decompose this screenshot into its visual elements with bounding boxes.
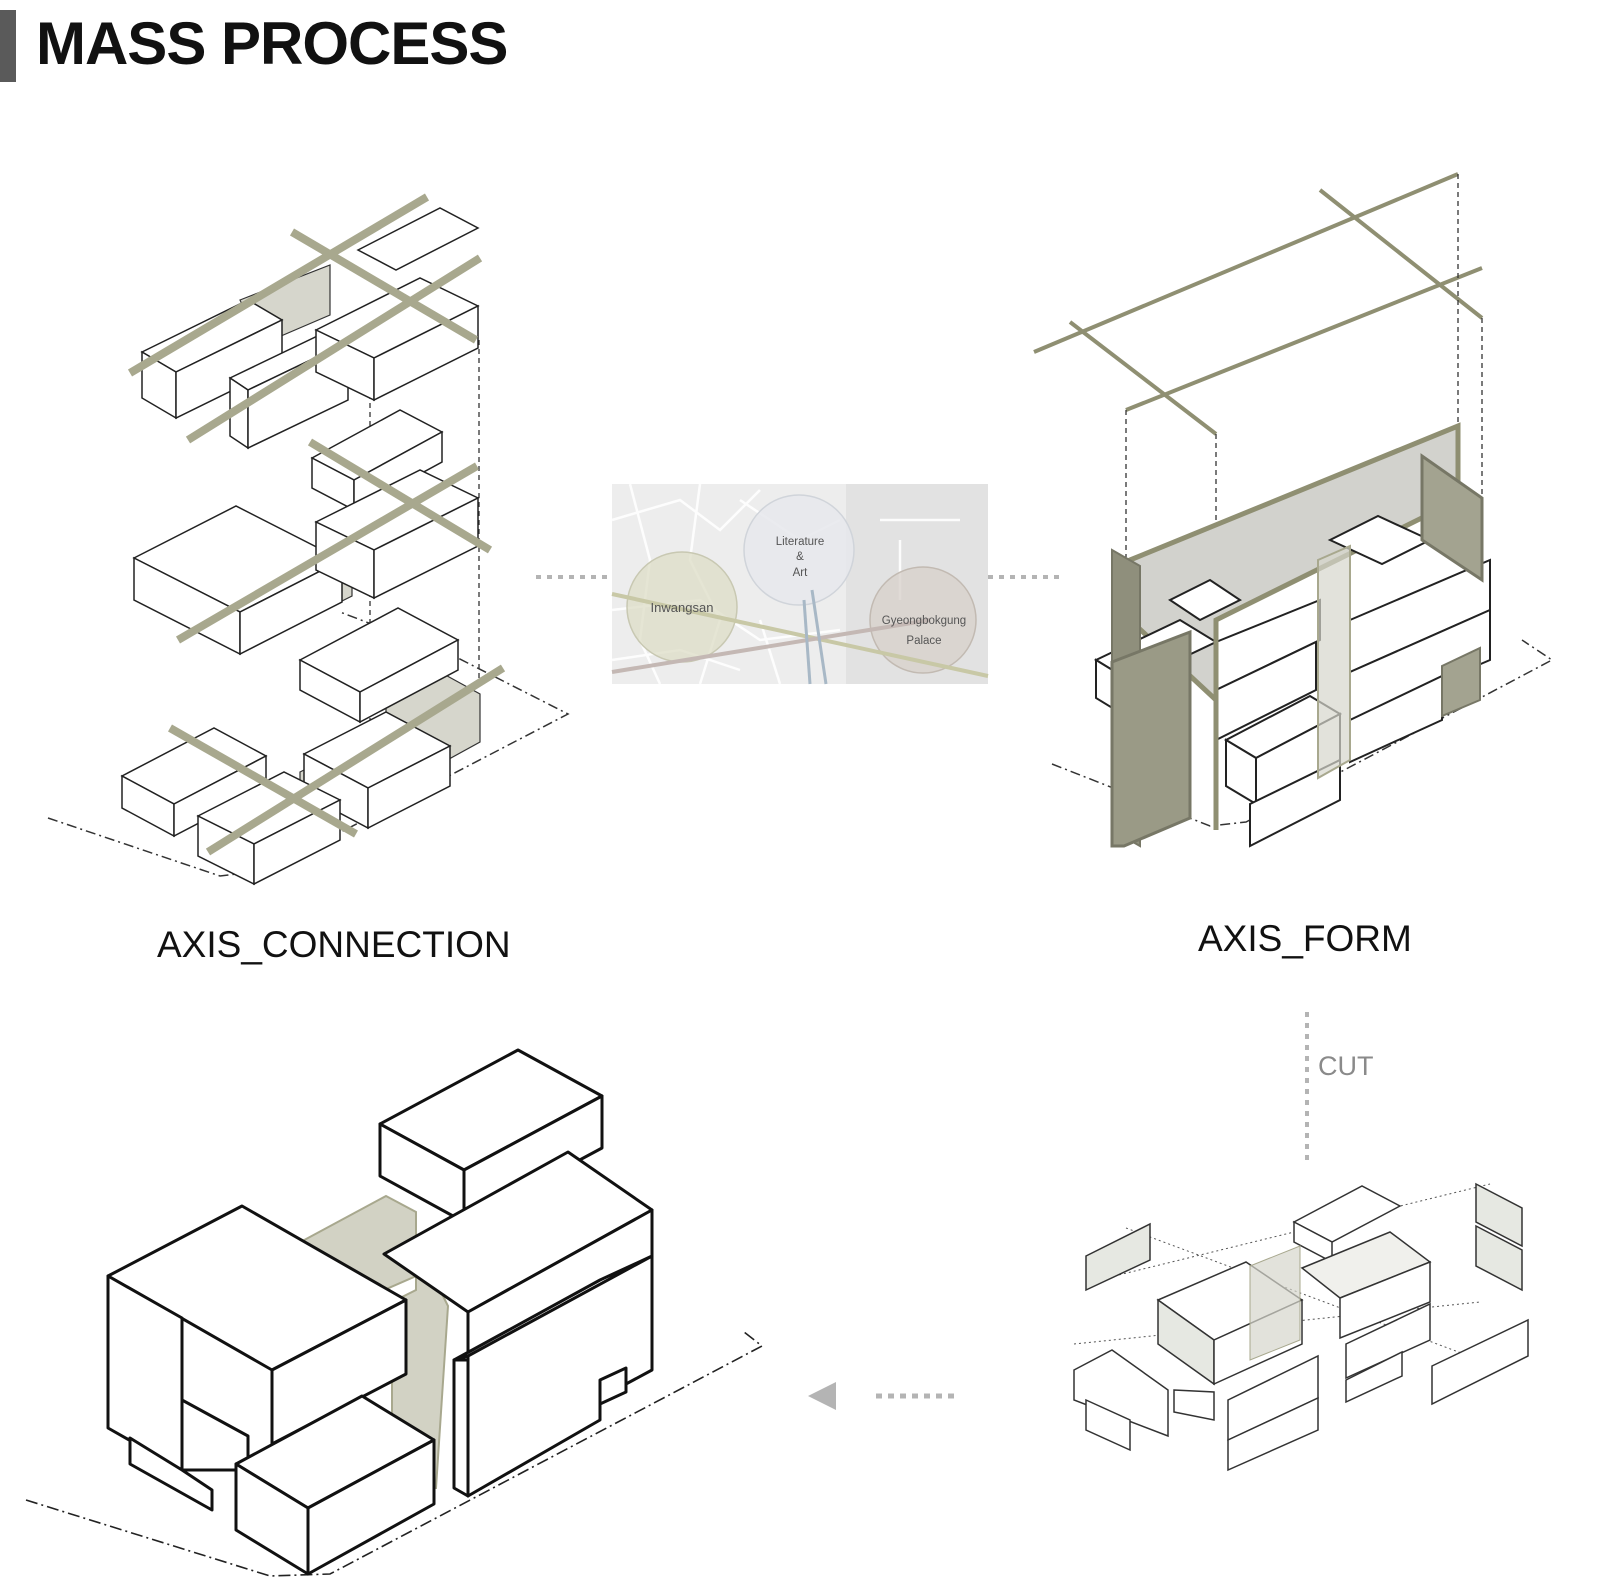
axis-line xyxy=(611,618,931,674)
site-context-map: Inwangsan Literature & Art Gyeongbokgung… xyxy=(536,483,1062,685)
title-accent-bar xyxy=(0,10,16,82)
arrow-left-icon xyxy=(808,1382,956,1410)
landmark-label: Inwangsan xyxy=(651,600,714,615)
axis-form-diagram xyxy=(1033,172,1554,848)
final-mass-diagram xyxy=(25,1048,764,1577)
landmark-circle-literature-art xyxy=(743,494,855,606)
site-boundary xyxy=(1051,639,1554,827)
connection-fill xyxy=(1249,1245,1301,1361)
landmark-label: & xyxy=(796,551,804,563)
axis-panel xyxy=(1441,646,1481,718)
axis-line xyxy=(802,599,812,685)
landmark-label: Gyeongbokgung xyxy=(882,615,966,627)
landmark-label: Literature xyxy=(776,536,825,548)
axis-line xyxy=(810,589,828,685)
site-boundary xyxy=(25,1331,764,1577)
axis-line xyxy=(611,592,989,678)
landmark-label: Art xyxy=(793,567,809,579)
axis-connection-diagram xyxy=(47,193,570,886)
step-label-cut: CUT xyxy=(1318,1051,1374,1081)
page-title: MASS PROCESS xyxy=(36,10,508,77)
axis-panel xyxy=(1420,453,1484,583)
landmark-label: Palace xyxy=(906,635,941,647)
connection-fill xyxy=(1317,544,1351,780)
step-label-axis-connection: AXIS_CONNECTION xyxy=(157,924,511,965)
cut-exploded-diagram xyxy=(1073,1182,1529,1472)
step-label-axis-form: AXIS_FORM xyxy=(1198,918,1412,959)
axis-panel xyxy=(1110,629,1192,848)
